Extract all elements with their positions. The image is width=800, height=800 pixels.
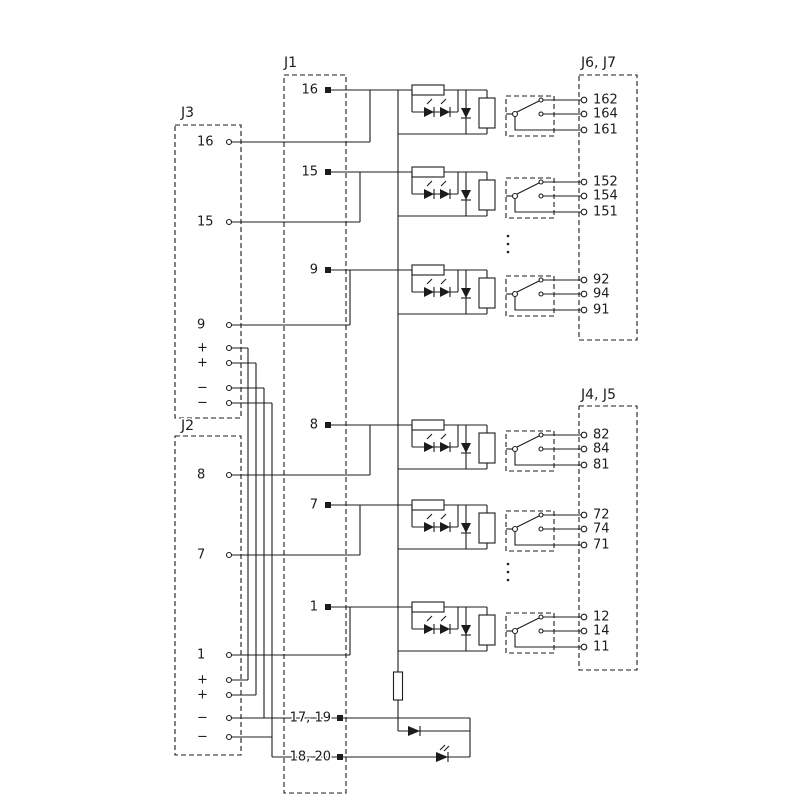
pin-label: − <box>197 730 208 745</box>
pin-label: + <box>197 673 208 688</box>
j4j5-label: J4, J5 <box>580 387 616 403</box>
pin-label: 17, 19 <box>290 711 331 726</box>
pin-label: 72 <box>593 508 610 523</box>
j6j7-label: J6, J7 <box>580 55 616 71</box>
pin-label: 154 <box>593 189 618 204</box>
pin-label: 151 <box>593 205 618 220</box>
pin-label: − <box>197 711 208 726</box>
pin-label: 74 <box>593 522 610 537</box>
connector-box-j1 <box>283 74 347 794</box>
pin-label: 15 <box>301 165 318 180</box>
pin-label: 162 <box>593 93 618 108</box>
interconnect-wires <box>231 90 471 762</box>
pin-label: + <box>197 356 208 371</box>
pin-label: 9 <box>197 318 205 333</box>
j3-pin-labels: 16 15 9 + + − − <box>196 133 216 412</box>
clamp-diode-icon <box>408 726 420 736</box>
pin-label: 18, 20 <box>290 750 331 765</box>
pin-label: + <box>197 341 208 356</box>
pin-label: 84 <box>593 442 610 457</box>
pin-label: 81 <box>593 458 610 473</box>
relay-channel-7 <box>324 499 588 552</box>
pin-label: 1 <box>197 648 205 663</box>
indicator-led-icon <box>436 752 448 762</box>
bus-resistor-icon <box>392 671 404 701</box>
pin-label: + <box>197 688 208 703</box>
pin-label: 7 <box>310 498 318 513</box>
pin-label: 1 <box>310 600 318 615</box>
pin-label: 152 <box>593 175 618 190</box>
pin-label: − <box>197 396 208 411</box>
j2-pin-labels: 8 7 1 + + − − <box>196 466 210 746</box>
j3-pin-terminals <box>225 138 233 407</box>
pin-label: 8 <box>197 468 205 483</box>
pin-label: 92 <box>593 273 610 288</box>
pin-label: 71 <box>593 538 610 553</box>
connector-box-j4j5 <box>578 405 638 671</box>
j1-label: J1 <box>283 55 297 71</box>
relay-channel-9 <box>324 264 588 317</box>
pin-label: − <box>197 381 208 396</box>
continuation-dots <box>506 234 510 582</box>
pin-label: 14 <box>593 624 610 639</box>
relay-channel-8 <box>324 419 588 472</box>
connector-box-j2 <box>174 435 242 756</box>
pin-label: 164 <box>593 107 618 122</box>
pin-label: 16 <box>197 135 214 150</box>
pin-label: 91 <box>593 303 610 318</box>
pin-label: 161 <box>593 123 618 138</box>
pin-label: 94 <box>593 287 610 302</box>
pin-label: 8 <box>310 418 318 433</box>
connector-box-j3 <box>174 124 242 419</box>
j6j7-pin-labels: 162 164 161 152 154 151 92 94 91 <box>592 91 620 319</box>
pin-label: 12 <box>593 610 610 625</box>
pin-label: 82 <box>593 428 610 443</box>
pin-label: 7 <box>197 548 205 563</box>
j2-pin-terminals <box>225 471 233 741</box>
relay-channel-1 <box>324 601 588 654</box>
pin-label: 16 <box>301 83 318 98</box>
j1-pin-square-1719 <box>337 715 343 721</box>
j1-pin-labels: 16 15 9 8 7 1 17, 19 18, 20 <box>288 81 332 766</box>
j3-label: J3 <box>180 105 194 121</box>
relay-channel-15 <box>324 166 588 219</box>
j4j5-pin-labels: 82 84 81 72 74 71 12 14 11 <box>592 426 612 656</box>
j2-label: J2 <box>180 418 194 434</box>
relay-channel-16 <box>324 84 588 137</box>
pin-label: 9 <box>310 263 318 278</box>
pin-label: 15 <box>197 215 214 230</box>
pin-label: 11 <box>593 640 610 655</box>
connector-box-j6j7 <box>578 74 638 341</box>
j1-pin-square-1820 <box>337 754 343 760</box>
